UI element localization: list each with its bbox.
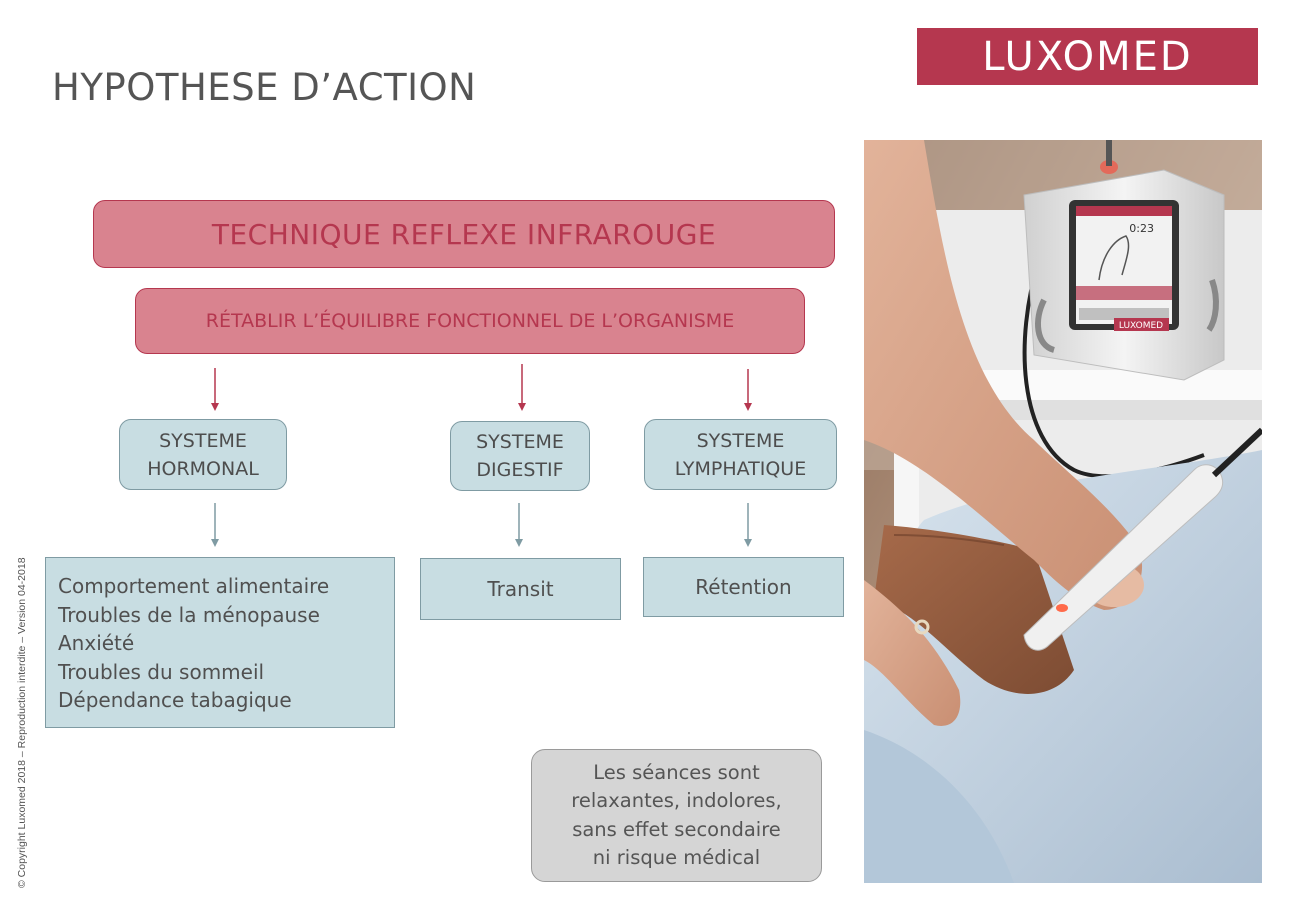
arrow-to-transit: [515, 503, 523, 547]
note-line: ni risque médical: [592, 846, 761, 869]
system-lymphatique-box: SYSTEME LYMPHATIQUE: [644, 419, 837, 490]
note-line: Les séances sont: [593, 760, 760, 784]
effect-item: Transit: [487, 577, 554, 601]
arrow-to-digestif: [518, 364, 526, 411]
sessions-note: Les séances sont relaxantes, indolores, …: [531, 749, 822, 882]
system-label-line2: HORMONAL: [147, 457, 259, 480]
system-digestif-box: SYSTEME DIGESTIF: [450, 421, 590, 491]
copyright-notice: © Copyright Luxomed 2018 – Reproduction …: [16, 557, 28, 888]
objective-box: RÉTABLIR L’ÉQUILIBRE FONCTIONNEL DE L’OR…: [135, 288, 805, 354]
page-title: HYPOTHESE D’ACTION: [52, 66, 477, 109]
technique-box: TECHNIQUE REFLEXE INFRAROUGE: [93, 200, 835, 268]
treatment-photo-illustration: 0:23 LUXOMED: [864, 140, 1262, 883]
system-label-line1: SYSTEME: [159, 429, 247, 452]
effect-item: Troubles du sommeil: [58, 659, 265, 684]
retention-box: Rétention: [643, 557, 844, 617]
system-label-line2: LYMPHATIQUE: [674, 457, 807, 480]
arrow-to-lymphatique: [744, 369, 752, 411]
note-line: relaxantes, indolores,: [571, 789, 782, 812]
system-label-line2: DIGESTIF: [476, 459, 564, 481]
effect-item: Comportement alimentaire: [58, 574, 330, 598]
logo-text: LUXOMED: [982, 33, 1193, 80]
system-label-line1: SYSTEME: [696, 429, 785, 452]
arrow-to-retention: [744, 503, 752, 547]
device-timer: 0:23: [1129, 222, 1154, 235]
arrow-to-hormonal-effects: [211, 503, 219, 547]
effect-item: Rétention: [695, 575, 792, 599]
luxomed-logo: LUXOMED: [917, 28, 1258, 85]
transit-box: Transit: [420, 558, 621, 620]
device-logo-text: LUXOMED: [1119, 321, 1163, 331]
effect-item: Dépendance tabagique: [58, 688, 292, 712]
treatment-photo: 0:23 LUXOMED: [864, 140, 1262, 883]
system-label-line1: SYSTEME: [476, 431, 564, 453]
note-line: sans effet secondaire: [572, 817, 781, 841]
system-hormonal-box: SYSTEME HORMONAL: [119, 419, 287, 490]
hormonal-effects-box: Comportement alimentaire Troubles de la …: [45, 557, 395, 728]
arrow-to-hormonal: [211, 368, 219, 411]
effect-item: Troubles de la ménopause: [58, 602, 320, 627]
effect-item: Anxiété: [58, 631, 135, 655]
